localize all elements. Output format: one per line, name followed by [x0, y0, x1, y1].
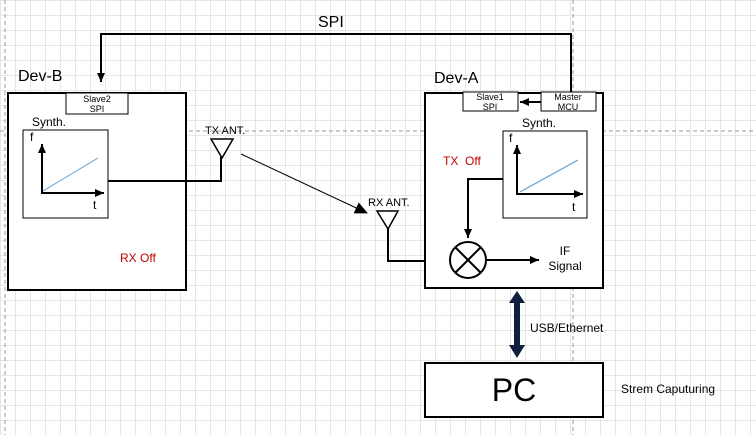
stream-capturing-label: Strem Caputuring [621, 382, 715, 396]
tx-antenna-icon [209, 138, 235, 160]
if-signal-label: Signal [548, 259, 581, 273]
master-label: Master [554, 92, 582, 102]
rx-antenna-icon [375, 210, 400, 231]
slave1-label: Slave1 [476, 92, 504, 102]
dev-a-label: Dev-A [434, 70, 479, 87]
synth-a-f-label: f [509, 131, 513, 145]
lo-feed-line [464, 178, 503, 238]
synth-b-label: Synth. [32, 115, 66, 129]
wireless-path-arrow [240, 153, 368, 214]
synth-a-chirp-line [519, 159, 579, 193]
mixer-cross-b [454, 246, 482, 274]
usb-ethernet-label: USB/Ethernet [530, 321, 604, 335]
slave1-spi-label: SPI [483, 102, 498, 112]
synth-b-t-label: t [93, 198, 97, 212]
synth-b-f-label: f [30, 130, 34, 144]
synth-a-t-label: t [572, 200, 576, 214]
usb-arrow-up [509, 291, 525, 303]
usb-arrow-down [509, 345, 525, 358]
slave2-label: Slave2 [83, 94, 111, 104]
synth-b-box [22, 129, 109, 219]
spi-bus-label: SPI [318, 14, 344, 31]
pc-label: PC [492, 372, 536, 408]
synth-a-label: Synth. [522, 116, 556, 130]
dev-b-label: Dev-B [18, 68, 62, 85]
mcu-label: MCU [558, 102, 579, 112]
rx-ant-label: RX ANT. [368, 197, 410, 209]
rx-off-label: RX Off [120, 251, 156, 265]
pc-box [424, 362, 604, 418]
slave2-spi-label: SPI [90, 104, 105, 114]
synth-b-chirp-line [42, 157, 99, 192]
if-label: IF [560, 244, 571, 258]
tx-off-label: TX Off [443, 154, 481, 168]
spi-bus-line [97, 33, 572, 92]
tx-ant-label: TX ANT. [205, 125, 245, 137]
slave2-spi-box [65, 92, 129, 115]
slave1-spi-box [462, 91, 519, 112]
tx-feed-line [108, 157, 222, 182]
